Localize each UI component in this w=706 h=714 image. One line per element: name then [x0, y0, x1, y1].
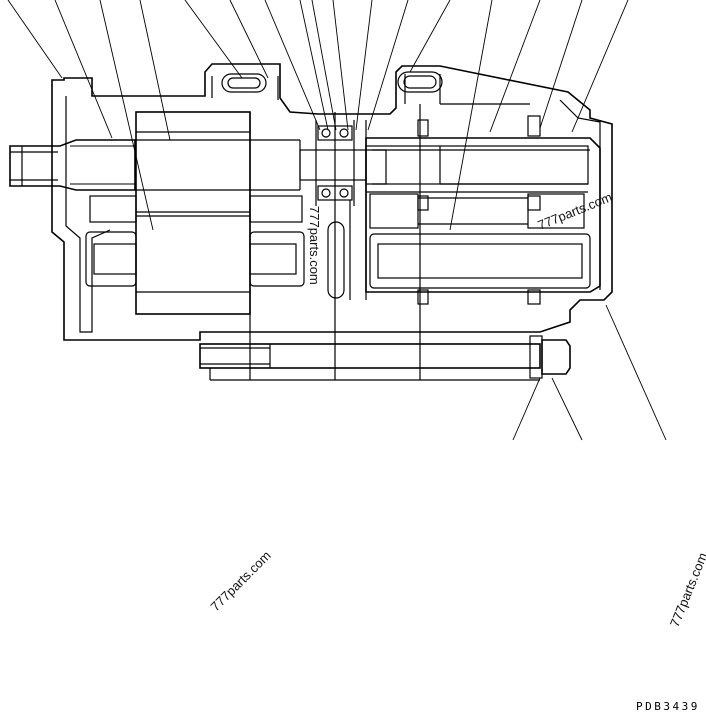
drive-shaft [9, 139, 300, 191]
coupling-section [299, 112, 367, 380]
front-gear-pump [85, 111, 305, 380]
leader-lines-bottom [512, 304, 667, 441]
watermark-4: 777parts.com [667, 550, 706, 629]
through-bolt [199, 335, 571, 381]
watermark-1: 777parts.com [307, 206, 322, 285]
rear-gear-pump [365, 104, 601, 380]
watermark-2: 777parts.com [536, 189, 615, 232]
drawing-code: PDB3439 [636, 700, 700, 713]
watermark-3: 777parts.com [208, 548, 274, 614]
